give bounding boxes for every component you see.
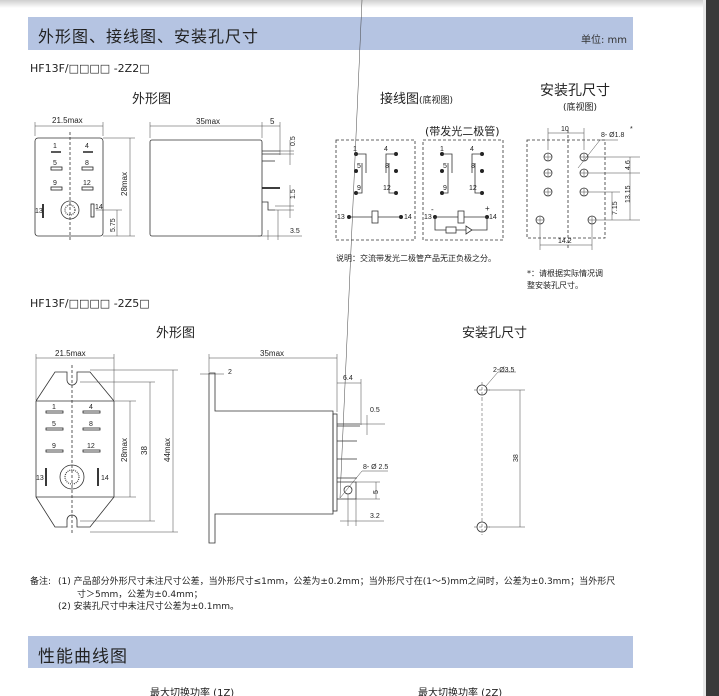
dim-715: 7.15 <box>612 201 619 215</box>
dim-575: 5.75 <box>110 218 117 232</box>
outline-title-1: 外形图 <box>132 92 172 107</box>
dim-10: 10 <box>561 126 569 133</box>
note-2: (2) 安装孔尺寸中未注尺寸公差为±0.1mm。 <box>58 602 239 612</box>
pin-4: 4 <box>85 143 89 150</box>
mount-note: *：请根据实际情况调整安装孔尺寸。 <box>527 269 603 290</box>
curve-title-2z: 最大切换功率 (2Z) <box>418 688 503 696</box>
top-shadow <box>0 0 719 8</box>
mount-title-1: 安装孔尺寸 <box>540 83 610 99</box>
dim-35: 3.5 <box>290 228 300 235</box>
w-pin-4: 4 <box>384 146 388 153</box>
w-pin-9: 9 <box>357 185 361 192</box>
dim-05: 0.5 <box>290 136 297 146</box>
pin-1: 1 <box>53 143 57 150</box>
dim2-length: 35max <box>260 349 284 358</box>
dim2-width: 21.5max <box>55 349 86 358</box>
section-title-2: 性能曲线图 <box>38 647 128 667</box>
wiring-subtitle: (底视图) <box>419 96 454 106</box>
note-1: (1) 产品部分外形尺寸未注尺寸公差，当外形尺寸≤1mm，公差为±0.2mm；当… <box>58 577 616 587</box>
m2-pin-1: 1 <box>52 404 56 411</box>
dim-1315: 13.15 <box>625 185 632 203</box>
note-1-cont: 寸＞5mm，公差为±0.4mm； <box>77 590 203 600</box>
w-pin-14: 14 <box>404 214 412 221</box>
dim2-height: 28max <box>120 438 129 462</box>
side-view-2: 35max 2 6.4 0.5 8- Ø 2.5 5 3.2 <box>200 0 388 544</box>
front-view-2: 21.5max 28max 38 44max 1 4 5 8 9 12 13 1… <box>35 349 178 535</box>
dim-142: 14.2 <box>558 238 572 245</box>
led-label: (带发光二极管) <box>425 125 500 138</box>
section-header-curves: 性能曲线图 <box>28 636 633 668</box>
wiring-title-text: 接线图 <box>380 92 420 107</box>
mount-holes-2: 2-Ø3.5 38 <box>474 367 525 535</box>
dim2-2: 2 <box>228 369 232 376</box>
dim-width: 21.5max <box>52 116 83 125</box>
mount-holes-1: 10 8- Ø1.8 * 4.6 13.15 7.15 14.2 <box>526 126 640 250</box>
wiring-note: 说明：交流带发光二极管产品无正负极之分。 <box>336 254 496 263</box>
w2-pin-9: 9 <box>443 185 447 192</box>
dim2-38: 38 <box>140 446 149 455</box>
w2-pin-1: 1 <box>440 146 444 153</box>
m2-pin-8: 8 <box>89 421 93 428</box>
w-pin-8: 8 <box>385 163 389 170</box>
w2-pin-12: 12 <box>469 185 477 192</box>
dim-5: 5 <box>270 117 275 126</box>
w2-pin-4: 4 <box>470 146 474 153</box>
dim2-32: 3.2 <box>370 513 380 520</box>
dim-46: 4.6 <box>625 160 632 170</box>
dim-15: 1.5 <box>290 189 297 199</box>
wiring-diagram: 1 4 5 8 9 12 13 14 1 4 5 8 9 12 13 14 - … <box>335 139 504 241</box>
pin-14: 14 <box>95 204 103 211</box>
unit-label: 单位: mm <box>580 35 627 46</box>
side-view-1: 35max 5 0.5 1.5 3.5 <box>149 117 302 240</box>
dim-length: 35max <box>196 117 220 126</box>
dim2-44: 44max <box>163 438 172 462</box>
w-pin-13: 13 <box>337 214 345 221</box>
dim-height: 28max <box>120 172 129 196</box>
hole-spec: 8- Ø1.8 <box>601 132 624 139</box>
dim2-05: 0.5 <box>370 407 380 414</box>
mount-title-2: 安装孔尺寸 <box>462 326 528 341</box>
dim2-5: 5 <box>373 490 380 494</box>
section-title: 外形图、接线图、安装孔尺寸 <box>38 27 260 46</box>
w-pin-1: 1 <box>353 146 357 153</box>
mount-subtitle-1: (底视图) <box>563 103 598 113</box>
pin-5: 5 <box>53 160 57 167</box>
w2-pin-14: 14 <box>489 214 497 221</box>
w-pin-12: 12 <box>383 185 391 192</box>
m2-pin-9: 9 <box>52 443 56 450</box>
m2-pin-5: 5 <box>52 421 56 428</box>
mount2-hole: 2-Ø3.5 <box>493 367 515 374</box>
pin-8: 8 <box>85 160 89 167</box>
m2-pin-4: 4 <box>89 404 93 411</box>
m2-pin-14: 14 <box>101 475 109 482</box>
curve-title-1z: 最大切换功率 (1Z) <box>150 688 235 696</box>
front-view-1: 21.5max 28max 5.75 1 4 5 8 9 12 13 14 <box>34 116 135 240</box>
mount2-38: 38 <box>513 454 520 462</box>
w2-pin-5: 5 <box>443 163 447 170</box>
minus-sign: - <box>431 205 434 214</box>
w-pin-5: 5 <box>357 163 361 170</box>
pin-12: 12 <box>83 180 91 187</box>
notes-label: 备注: <box>30 577 52 587</box>
scroll-track <box>703 0 706 696</box>
w2-pin-13: 13 <box>424 214 432 221</box>
m2-pin-13: 13 <box>36 475 44 482</box>
pin-13: 13 <box>35 208 43 215</box>
model-name-1: HF13F/□□□□ -2Z2□ <box>30 62 150 75</box>
plus-sign: + <box>485 204 490 213</box>
hole-star: * <box>630 126 633 133</box>
dim2-64: 6.4 <box>343 375 353 382</box>
m2-pin-12: 12 <box>87 443 95 450</box>
wiring-title: 接线图(底视图) <box>380 88 453 107</box>
scrollbar[interactable] <box>706 0 719 696</box>
outline-title-2: 外形图 <box>156 326 196 341</box>
w2-pin-8: 8 <box>471 163 475 170</box>
pin-9: 9 <box>53 180 57 187</box>
dim2-hole: 8- Ø 2.5 <box>363 464 388 471</box>
model-name-2: HF13F/□□□□ -2Z5□ <box>30 297 150 310</box>
section-header-dimensions: 外形图、接线图、安装孔尺寸 单位: mm <box>28 17 633 50</box>
